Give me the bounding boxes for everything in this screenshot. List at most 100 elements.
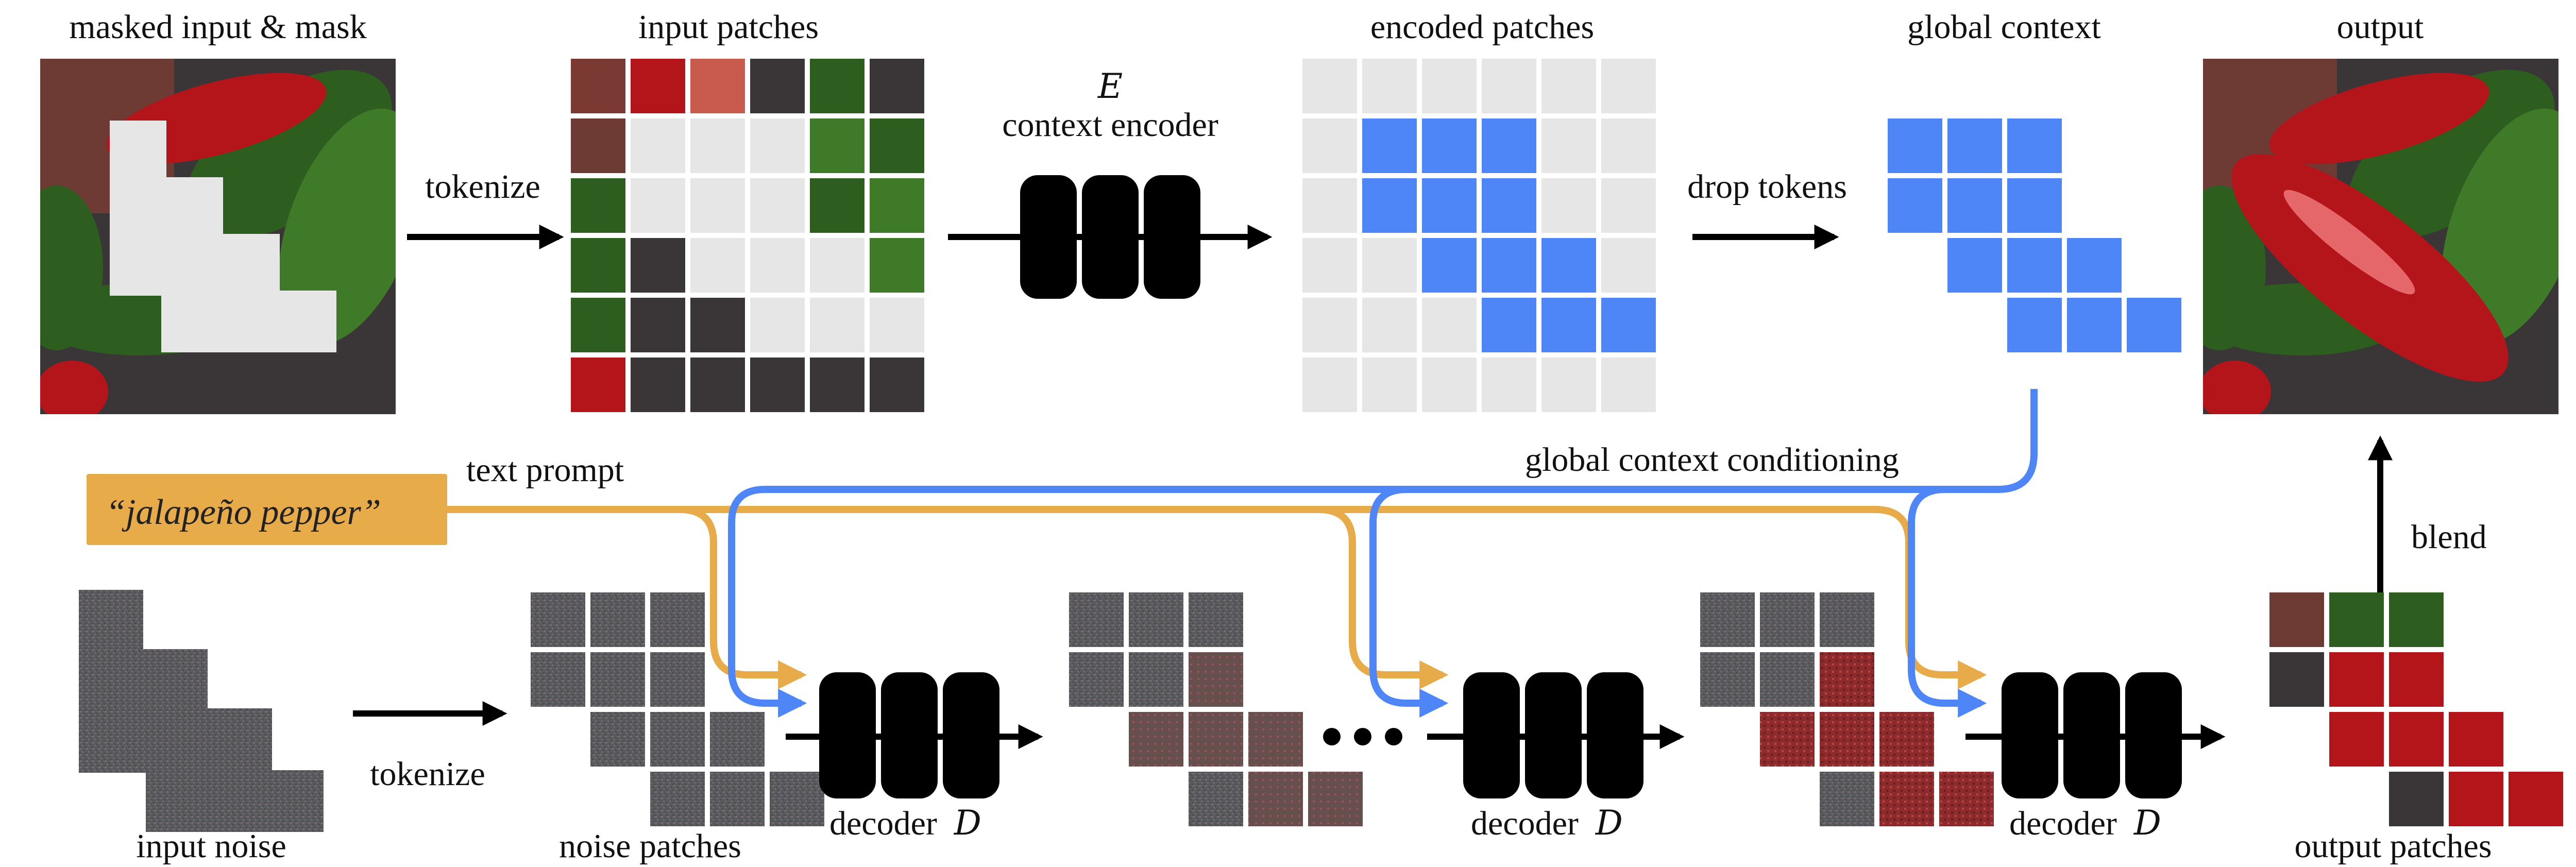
encoded-patch <box>1482 238 1536 293</box>
label-tokenize-bottom: tokenize <box>370 755 485 793</box>
encoded-patch <box>1541 358 1596 412</box>
denoised-patch-1 <box>1308 772 1363 826</box>
encoded-patch <box>1541 59 1596 113</box>
input-noise <box>79 590 324 832</box>
label-context-encoder: context encoder <box>1002 106 1218 144</box>
input-patch <box>571 59 625 113</box>
input-patch <box>631 238 685 293</box>
noise-patch <box>650 712 705 767</box>
input-patch <box>750 238 805 293</box>
label-decoder-2: decoder D <box>1471 803 1623 843</box>
input-patch <box>690 358 745 412</box>
denoised-patch-2 <box>1700 652 1755 707</box>
denoised-patches-2 <box>1700 592 1994 826</box>
output-patch <box>2389 592 2444 647</box>
ellipsis-dots <box>1323 728 1402 745</box>
output-patches-grid <box>2269 592 2563 826</box>
label-encoder-symbol: E <box>1097 66 1123 106</box>
label-output-patches: output patches <box>2294 827 2492 865</box>
output-patch <box>2449 712 2503 767</box>
mask-region <box>110 121 336 352</box>
global-context-token <box>1947 178 2002 233</box>
encoded-patch <box>1302 358 1357 412</box>
text-prompt-box <box>87 474 447 545</box>
decoder-3-block <box>2002 672 2182 798</box>
label-blend: blend <box>2411 518 2487 556</box>
input-patch <box>750 358 805 412</box>
encoded-patch <box>1482 358 1536 412</box>
decoder-3-symbol: D <box>2133 803 2161 843</box>
output-patch <box>2329 712 2384 767</box>
encoded-patch <box>1302 298 1357 352</box>
encoded-patch <box>1422 178 1477 233</box>
denoised-patch-1 <box>1189 772 1243 826</box>
encoded-patch <box>1482 59 1536 113</box>
denoised-patch-2 <box>1760 592 1815 647</box>
encoded-patch <box>1362 118 1417 173</box>
denoised-patch-1 <box>1129 712 1183 767</box>
encoded-patch <box>1541 118 1596 173</box>
label-output: output <box>2336 8 2424 46</box>
input-patch <box>750 59 805 113</box>
encoded-patch <box>1601 118 1656 173</box>
label-input-noise: input noise <box>136 827 286 865</box>
decoder-2-symbol: D <box>1595 803 1623 843</box>
encoded-patch <box>1422 118 1477 173</box>
input-patch <box>870 358 924 412</box>
encoded-patch <box>1541 238 1596 293</box>
denoised-patch-2 <box>1820 772 1874 826</box>
input-patch <box>571 118 625 173</box>
noise-patch <box>710 712 765 767</box>
encoded-patches-grid <box>1302 59 1656 412</box>
output-patch <box>2329 652 2384 707</box>
denoised-patch-1 <box>1189 652 1243 707</box>
label-encoded-patches: encoded patches <box>1370 8 1595 46</box>
encoded-patch <box>1362 59 1417 113</box>
output-patch <box>2269 652 2324 707</box>
output-patch <box>2389 772 2444 826</box>
noise-patch <box>590 652 645 707</box>
noise-patch <box>590 592 645 647</box>
encoded-patch <box>1422 59 1477 113</box>
global-context-token <box>2007 238 2062 293</box>
encoded-patch <box>1422 298 1477 352</box>
encoded-patch <box>1601 238 1656 293</box>
input-patch <box>870 118 924 173</box>
input-patch <box>870 59 924 113</box>
global-context-token <box>2067 298 2122 352</box>
label-decoder-1: decoder D <box>829 803 981 843</box>
input-patch <box>631 298 685 352</box>
encoded-patch <box>1601 59 1656 113</box>
input-patch <box>571 178 625 233</box>
label-global-context: global context <box>1907 8 2101 46</box>
label-noise-patches: noise patches <box>559 827 741 865</box>
encoded-patch <box>1541 178 1596 233</box>
label-text-prompt: text prompt <box>466 451 624 489</box>
input-patch <box>631 358 685 412</box>
noise-patch <box>770 772 824 826</box>
denoised-patch-2 <box>1700 592 1755 647</box>
encoded-patch <box>1362 238 1417 293</box>
label-masked-input: masked input & mask <box>69 8 367 46</box>
global-context-token <box>1888 178 1942 233</box>
global-context-token <box>1947 238 2002 293</box>
input-patch <box>810 358 865 412</box>
global-context-token <box>1947 118 2002 173</box>
input-patch <box>690 59 745 113</box>
output-patch <box>2389 652 2444 707</box>
encoded-patch <box>1422 238 1477 293</box>
denoised-patch-1 <box>1129 592 1183 647</box>
global-context-routing <box>728 389 2038 718</box>
global-context-token <box>1888 118 1942 173</box>
input-patch <box>870 178 924 233</box>
label-input-patches: input patches <box>638 8 819 46</box>
denoised-patch-2 <box>1760 652 1815 707</box>
encoded-patch <box>1601 298 1656 352</box>
input-patch <box>810 59 865 113</box>
label-drop-tokens: drop tokens <box>1687 168 1847 206</box>
encoded-patch <box>1482 118 1536 173</box>
text-prompt-value: “jalapeño pepper” <box>106 492 381 532</box>
denoised-patch-2 <box>1820 652 1874 707</box>
denoised-patch-2 <box>1879 712 1934 767</box>
noise-patch <box>531 592 585 647</box>
